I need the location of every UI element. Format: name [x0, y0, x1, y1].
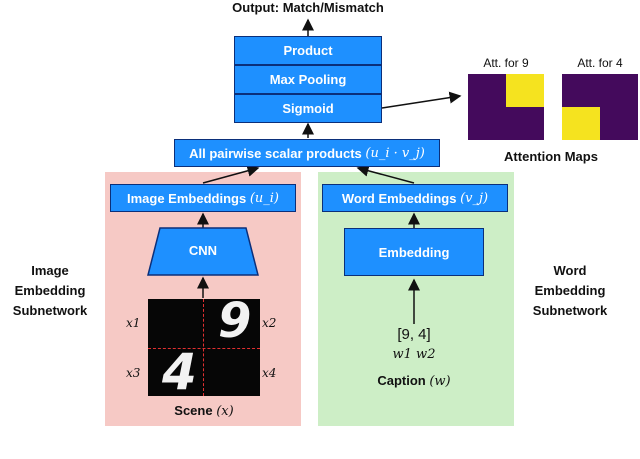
embedding-box: Embedding: [344, 228, 484, 276]
caption-label-math: (w): [429, 374, 451, 389]
word-embeddings-box: Word Embeddings (v_j): [322, 184, 508, 212]
caption-label-text: Caption: [377, 373, 426, 388]
max-pooling-box: Max Pooling: [234, 65, 382, 94]
arrow-image-to-pairwise: [202, 164, 260, 184]
pairwise-box: All pairwise scalar products (u_i · v_j): [174, 139, 440, 167]
max-pooling-label: Max Pooling: [269, 72, 347, 87]
scene-label-math: (x): [216, 404, 234, 419]
scene-label-text: Scene: [174, 403, 213, 418]
image-subnetwork-line-1: Image: [31, 263, 69, 278]
word-subnetwork-line-2: Embedding: [534, 283, 606, 298]
attention-map-9-label: Att. for 9: [483, 56, 529, 70]
attention-cell: [506, 107, 544, 140]
sigmoid-label: Sigmoid: [282, 101, 334, 116]
arrow-sigmoid-to-attention: [381, 91, 462, 109]
product-label: Product: [283, 43, 333, 58]
image-subnetwork-label: Image Embedding Subnetwork: [0, 261, 100, 321]
attention-cell: [600, 107, 638, 140]
sigmoid-box: Sigmoid: [234, 94, 382, 123]
output-label: Output: Match/Mismatch: [232, 0, 384, 15]
patch-label-x2: x2: [262, 316, 277, 330]
attention-map-9: [468, 74, 544, 140]
word-embeddings-label: Word Embeddings: [341, 190, 457, 206]
scene-divider-vertical: [203, 299, 204, 396]
attention-cell: [562, 107, 600, 140]
patch-label-x1: x1: [126, 316, 141, 330]
arrow-word-to-pairwise: [356, 164, 415, 184]
attention-cell: [468, 107, 506, 140]
image-embeddings-label: Image Embeddings: [126, 190, 247, 206]
word-subnetwork-label: Word Embedding Subnetwork: [520, 261, 620, 321]
attention-cell: [506, 74, 544, 107]
attention-map-4-label: Att. for 4: [577, 56, 623, 70]
word-embeddings-math: (v_j): [460, 190, 489, 206]
attention-cell: [600, 74, 638, 107]
pairwise-math: (u_i · v_j): [365, 145, 425, 161]
scene-divider-horizontal: [148, 348, 260, 349]
cnn-label: CNN: [188, 243, 218, 258]
image-subnetwork-line-3: Subnetwork: [12, 303, 88, 318]
embedding-label: Embedding: [378, 244, 450, 260]
digit-four: 4: [162, 343, 197, 396]
digit-nine: 9: [218, 299, 252, 349]
product-box: Product: [234, 36, 382, 65]
word-subnetwork-line-1: Word: [553, 263, 587, 278]
caption-tokens: [9, 4]: [397, 326, 431, 343]
cnn-trapezoid: [147, 227, 259, 276]
image-embeddings-math: (u_i): [249, 190, 279, 206]
attention-cell: [562, 74, 600, 107]
attention-map-4: [562, 74, 638, 140]
caption-label: Caption (w): [350, 371, 478, 392]
pairwise-label: All pairwise scalar products: [189, 145, 362, 161]
image-subnetwork-line-2: Embedding: [14, 283, 86, 298]
scene-image: 9 4: [148, 299, 260, 396]
attention-cell: [468, 74, 506, 107]
attention-maps-title: Attention Maps: [504, 149, 598, 164]
caption-token-symbols: w1 w2: [392, 347, 436, 362]
word-subnetwork-line-3: Subnetwork: [532, 303, 608, 318]
patch-label-x4: x4: [262, 366, 277, 380]
image-embeddings-box: Image Embeddings (u_i): [110, 184, 296, 212]
patch-label-x3: x3: [126, 366, 141, 380]
scene-label: Scene (x): [150, 401, 258, 422]
